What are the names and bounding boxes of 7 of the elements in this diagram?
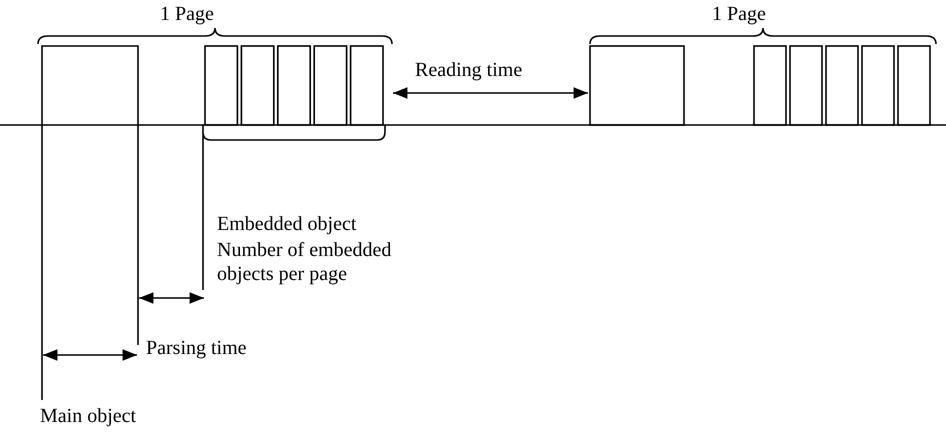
page-label: 1 Page	[712, 2, 767, 26]
parsing-time-label: Parsing time	[146, 336, 248, 360]
page-label: 1 Page	[160, 2, 215, 26]
embedded-count-label: Number of embedded objects per page	[217, 238, 392, 286]
reading-time-label: Reading time	[415, 58, 524, 82]
embedded-object-label: Embedded object	[217, 212, 358, 236]
main-object-label: Main object	[40, 404, 138, 428]
